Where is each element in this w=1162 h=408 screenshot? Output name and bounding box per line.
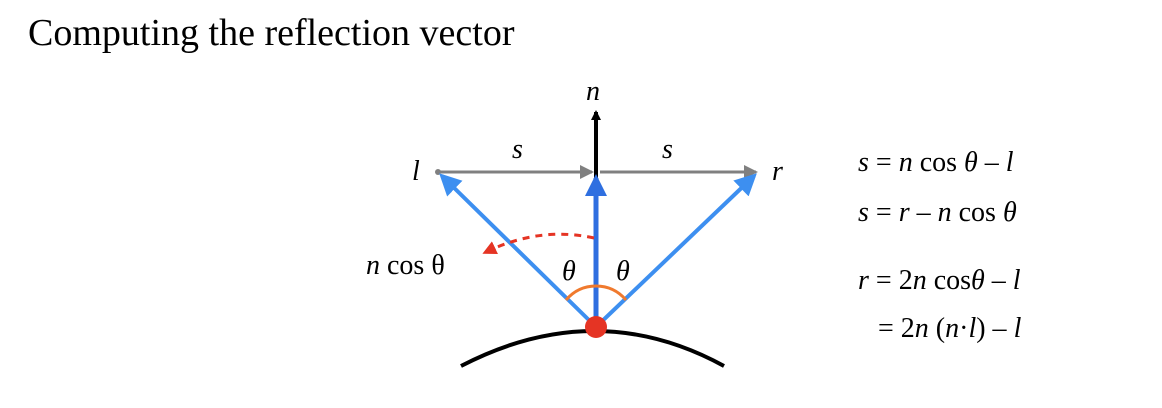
label-n: n [586, 76, 600, 107]
equation-r-2: = 2n (n·l) – l [878, 313, 1022, 344]
r-vector [594, 173, 757, 329]
page-title: Computing the reflection vector [28, 12, 515, 54]
label-r: r [772, 156, 783, 187]
l-tail-point [435, 169, 441, 175]
equation-s-2: s = r – n cos θ [858, 197, 1017, 228]
theta-arc-right [595, 284, 628, 302]
l-vector [439, 173, 598, 329]
equation-r-1: r = 2n cosθ – l [858, 265, 1021, 296]
theta-arc-left [564, 284, 597, 302]
label-n-cos-theta: n cos θ [366, 250, 445, 281]
equation-s-1: s = n cos θ – l [858, 147, 1014, 178]
label-s-left: s [512, 134, 523, 165]
label-theta-right: θ [616, 256, 630, 287]
label-theta-left: θ [562, 256, 576, 287]
label-l: l [412, 156, 420, 187]
projection-dashed-arc [482, 232, 595, 254]
label-s-right: s [662, 134, 673, 165]
reflection-point [585, 316, 607, 338]
